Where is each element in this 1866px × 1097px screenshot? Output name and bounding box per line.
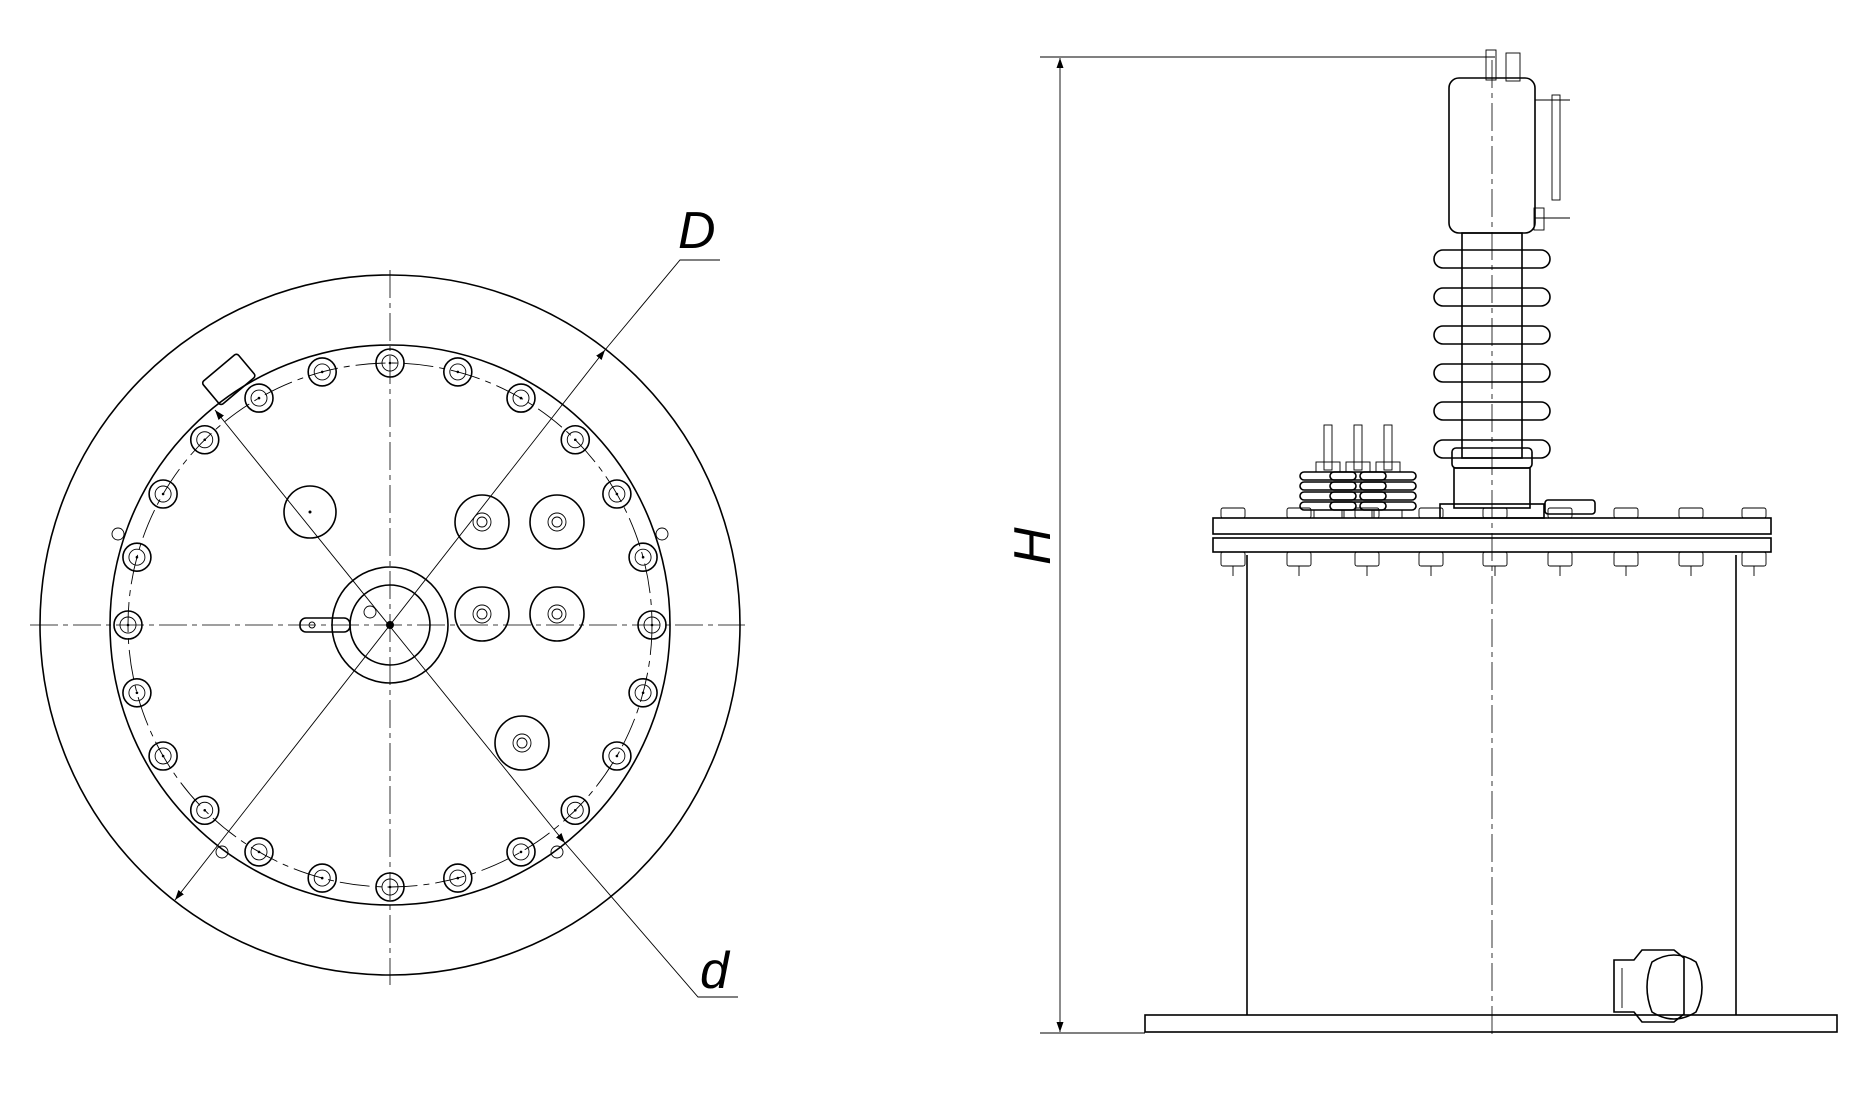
- inspection-plug: [283, 485, 337, 539]
- side-view: H: [1004, 49, 1838, 1035]
- tank-circle: [109, 344, 671, 906]
- cover-bolt: [637, 610, 667, 640]
- secondary-bushing: [1359, 424, 1417, 519]
- insulator-shed: [1433, 325, 1551, 345]
- cover-bolt: [628, 678, 658, 708]
- cover-bolt: [628, 542, 658, 572]
- cover-bolt: [148, 479, 178, 509]
- secondary-terminals: [454, 494, 585, 771]
- flange-bolt: [1547, 507, 1573, 576]
- secondary-bushing: [1329, 424, 1387, 519]
- hv-rod: [1485, 49, 1497, 81]
- lug: [111, 527, 125, 541]
- insulator-shed: [1433, 287, 1551, 307]
- terminal-stud: [454, 494, 510, 550]
- flange-bolt: [1741, 507, 1767, 576]
- drain-valve: [1613, 949, 1703, 1023]
- insulator-plate: [1439, 503, 1545, 519]
- hv-insulator: [1433, 49, 1570, 519]
- D-leader: [604, 259, 720, 351]
- height-label: H: [1004, 527, 1062, 565]
- flange-bolt: [1678, 507, 1704, 576]
- cover-bolt: [189, 424, 220, 455]
- nameplate-tab: [201, 353, 256, 406]
- cover-bolt: [506, 383, 536, 413]
- d-leader: [564, 842, 738, 998]
- grounding-bar: [1551, 94, 1561, 201]
- insulator-flange: [1453, 467, 1531, 509]
- cover-bolt: [560, 795, 591, 826]
- cover-bolt: [602, 741, 632, 771]
- cover-bolt: [307, 357, 337, 387]
- cover-bolt: [506, 837, 536, 867]
- outer-flange-circle: [39, 274, 741, 976]
- cover-bolt: [122, 542, 152, 572]
- base-plate: [1144, 1014, 1838, 1033]
- cover-bolt: [148, 741, 178, 771]
- cover-bolt: [244, 383, 274, 413]
- inner-diameter-label: d: [700, 942, 731, 1000]
- insulator-shed: [1433, 401, 1551, 421]
- cover-bolt: [443, 863, 473, 893]
- cover-plate: [1544, 499, 1596, 515]
- insulator-shed: [1433, 439, 1551, 459]
- outer-diameter-label: D: [678, 202, 716, 260]
- flange-bolt: [1220, 507, 1246, 576]
- cover-bolt: [189, 795, 220, 826]
- flange-bolt: [1613, 507, 1639, 576]
- flange-bolt: [1286, 507, 1312, 576]
- insulator-shed: [1433, 249, 1551, 269]
- cover-bolt: [113, 610, 143, 640]
- secondary-bushings: [1299, 424, 1417, 519]
- terminal-stud: [529, 586, 585, 642]
- terminal-stud: [529, 494, 585, 550]
- flange-bolt: [1418, 507, 1444, 576]
- terminal-stud: [494, 715, 550, 771]
- flange-bolts: [1220, 507, 1767, 576]
- diameter-D-dimension: [174, 349, 606, 901]
- lug: [655, 527, 669, 541]
- terminal-stud: [454, 586, 510, 642]
- cover-bolt: [443, 357, 473, 387]
- insulator-shed: [1433, 363, 1551, 383]
- cover-bolt: [560, 424, 591, 455]
- top-view: D d: [30, 202, 745, 1000]
- cover-bolt: [244, 837, 274, 867]
- cover-bolt: [307, 863, 337, 893]
- hv-rod: [1505, 52, 1521, 82]
- cover-bolt: [602, 479, 632, 509]
- secondary-bushing: [1299, 424, 1357, 519]
- cover-bolt: [122, 678, 152, 708]
